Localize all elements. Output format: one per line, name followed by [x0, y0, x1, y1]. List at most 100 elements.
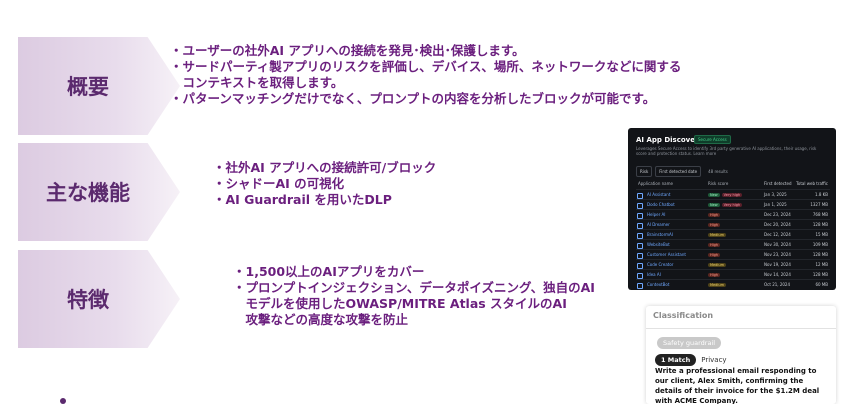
first-detected: Nov 19, 2024	[764, 262, 791, 267]
web-traffic: 60 MB	[815, 282, 828, 287]
risk-badge: High	[708, 243, 721, 247]
risk-badge: Medium	[708, 233, 726, 237]
web-traffic: 1.8 KB	[815, 192, 828, 197]
link-icon	[637, 273, 643, 279]
link-icon	[637, 193, 643, 199]
first-detected: Dec 23, 2024	[764, 212, 791, 217]
discovery-subtitle: Leverages Secure Access to identify 3rd …	[636, 146, 817, 156]
risk-badges: High	[708, 222, 722, 227]
web-traffic: 1327 MB	[810, 202, 828, 207]
risk-filter[interactable]: Risk	[636, 166, 653, 177]
web-traffic: 128 MB	[812, 222, 828, 227]
classified-prompt-text: Write a professional email responding to…	[655, 367, 820, 404]
results-count: 48 results	[708, 169, 728, 174]
risk-badges: High	[708, 252, 722, 257]
table-row[interactable]: ContextBot Medium Oct 21, 2024 60 MB	[636, 279, 830, 290]
bullet-dot	[60, 398, 66, 404]
table-row[interactable]: WebsiteBot High Nov 30, 2024 109 MB	[636, 239, 830, 250]
web-traffic: 15 MB	[815, 232, 828, 237]
risk-badge: Very high	[721, 193, 743, 197]
risk-badge: High	[708, 213, 721, 217]
risk-badge: Medium	[708, 263, 726, 267]
section-label: 概要	[67, 75, 109, 99]
app-name[interactable]: Dodo Chatbot	[647, 202, 675, 207]
bullet: ・1,500以上のAIアプリをカバー	[233, 264, 425, 279]
first-detected: Nov 30, 2024	[764, 242, 791, 247]
section-chevron-features: 主な機能	[18, 143, 180, 241]
link-icon	[637, 263, 643, 269]
section-label: 主な機能	[46, 181, 130, 205]
bullet: ・サードパーティ製アプリのリスクを評価し、デバイス、場所、ネットワークなどに関す…	[170, 59, 682, 74]
first-detected: Dec 12, 2024	[764, 232, 791, 237]
risk-badges: High	[708, 212, 722, 217]
col-traffic: Total web traffic	[796, 181, 828, 186]
section-bullets-features: ・社外AI アプリへの接続許可/ブロック ・シャドーAI の可視化 ・AI Gu…	[213, 160, 436, 208]
web-traffic: 128 MB	[812, 272, 828, 277]
match-badge: 1 Match	[655, 354, 697, 366]
risk-badge: High	[708, 253, 721, 257]
date-filter[interactable]: First detected date	[655, 166, 702, 177]
risk-badges: High	[708, 242, 722, 247]
first-detected: Oct 21, 2024	[764, 282, 790, 287]
app-name[interactable]: Idea AI	[647, 272, 661, 277]
col-risk: Risk score	[708, 181, 729, 186]
bullet: 攻撃などの高度な攻撃を防止	[233, 312, 409, 327]
link-icon	[637, 253, 643, 259]
first-detected: Dec 20, 2024	[764, 222, 791, 227]
bullet: コンテキストを取得します。	[170, 75, 344, 90]
col-name: Application name	[638, 181, 673, 186]
table-row[interactable]: BrainstormAI Medium Dec 12, 2024 15 MB	[636, 229, 830, 240]
app-name[interactable]: WebsiteBot	[647, 242, 670, 247]
section-chevron-characteristics: 特徴	[18, 250, 180, 348]
app-name[interactable]: BrainstormAI	[647, 232, 673, 237]
app-name[interactable]: AI Dreamer	[647, 222, 670, 227]
first-detected: Jan 1, 2025	[764, 202, 787, 207]
link-icon	[637, 213, 643, 219]
bullet: ・社外AI アプリへの接続許可/ブロック	[213, 160, 437, 175]
risk-badge: Very high	[721, 203, 743, 207]
classification-title: Classification	[653, 311, 714, 320]
section-label: 特徴	[67, 288, 109, 312]
bullet: ・シャドーAI の可視化	[213, 176, 345, 191]
classification-card: Classification Safety guardrail 1 Match …	[646, 306, 836, 404]
risk-badges: Medium	[708, 282, 728, 287]
app-name[interactable]: Code Creator	[647, 262, 674, 267]
first-detected: Nov 23, 2024	[764, 252, 791, 257]
first-detected: Jan 3, 2025	[764, 192, 787, 197]
risk-badges: High	[708, 272, 722, 277]
section-chevron-overview: 概要	[18, 37, 180, 135]
app-name[interactable]: Customer Assistant	[647, 252, 686, 257]
risk-badges: Medium	[708, 232, 728, 237]
first-detected: Nov 14, 2024	[764, 272, 791, 277]
bullet: ・AI Guardrail を用いたDLP	[213, 192, 392, 207]
bullet: ・プロンプトインジェクション、データポイズニング、独自のAI	[233, 280, 595, 295]
bullet: ・ユーザーの社外AI アプリへの接続を発見･検出･保護します。	[170, 43, 525, 58]
app-name[interactable]: AI Assistant	[647, 192, 671, 197]
table-row[interactable]: Idea AI High Nov 14, 2024 128 MB	[636, 269, 830, 280]
bullet: ・パターンマッチングだけでなく、プロンプトの内容を分析したブロックが可能です。	[170, 91, 656, 106]
link-icon	[637, 283, 643, 289]
risk-badge: High	[708, 223, 721, 227]
table-row[interactable]: AI Dreamer High Dec 20, 2024 128 MB	[636, 219, 830, 230]
discovery-filters: Risk First detected date 48 results	[636, 166, 728, 177]
ai-app-discovery-panel: AI App Discovery Secure Access Leverages…	[628, 128, 836, 290]
table-row[interactable]: Code Creator Medium Nov 19, 2024 12 MB	[636, 259, 830, 270]
link-icon	[637, 233, 643, 239]
bullet: モデルを使用したOWASP/MITRE Atlas スタイルのAI	[233, 296, 567, 311]
risk-badge: New	[708, 193, 720, 197]
app-name[interactable]: Helper AI	[647, 212, 666, 217]
risk-badge: New	[708, 203, 720, 207]
app-name[interactable]: ContextBot	[647, 282, 670, 287]
discovery-title: AI App Discovery	[636, 136, 703, 144]
col-date: First detected	[764, 181, 792, 186]
web-traffic: 109 MB	[812, 242, 828, 247]
section-bullets-characteristics: ・1,500以上のAIアプリをカバー ・プロンプトインジェクション、データポイズ…	[233, 264, 595, 328]
web-traffic: 12 MB	[815, 262, 828, 267]
safety-guardrail-tag: Safety guardrail	[657, 337, 722, 349]
